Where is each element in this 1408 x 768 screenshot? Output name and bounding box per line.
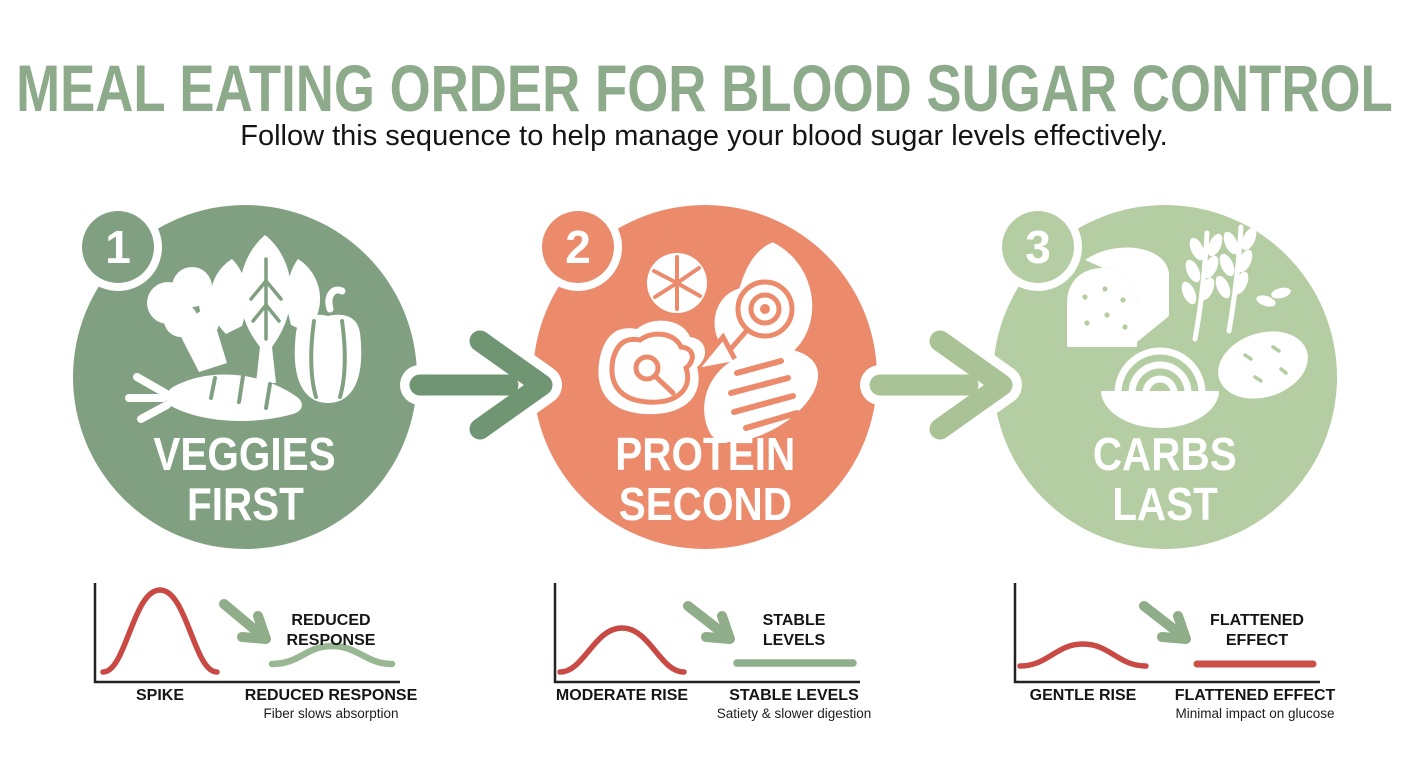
- bread-loaf-icon: [1067, 247, 1169, 347]
- chart-protein-response: [553, 583, 860, 684]
- down-arrow-icon: [219, 599, 271, 644]
- step-circle-carbs: 3: [993, 203, 1337, 549]
- step2-number: 2: [565, 221, 591, 273]
- wheat-icon: [1181, 224, 1291, 342]
- down-arrow-icon: [683, 601, 735, 644]
- step3-number: 3: [1025, 221, 1051, 273]
- potato-icon: [1218, 331, 1308, 399]
- noodle-bowl-icon: [1101, 347, 1219, 428]
- badge-circle: [1002, 211, 1074, 283]
- step-circle-protein: 2: [533, 203, 877, 549]
- chart1-before-label: SPIKE: [135, 687, 185, 704]
- arrow-step2-to-step3: [860, 321, 1022, 449]
- salmon-steak-icon: [688, 235, 819, 375]
- step2-label-line1: PROTEIN: [615, 428, 795, 480]
- chart3-note: Minimal impact on glucose: [1175, 706, 1335, 721]
- chart2-before-label: MODERATE RISE: [555, 687, 689, 704]
- chart-veggies-response: [93, 583, 400, 684]
- carb-foods-icon: [1067, 224, 1308, 428]
- step1-label-line2: FIRST: [186, 478, 304, 530]
- chart1-after-label: REDUCED RESPONSE: [244, 687, 418, 704]
- step3-label-line2: LAST: [1112, 478, 1218, 530]
- chart-carbs-response: [1013, 583, 1320, 684]
- badge-circle: [82, 211, 154, 283]
- reduced-response-curve: [268, 642, 396, 668]
- chart2-after-label: STABLE LEVELS: [729, 687, 859, 704]
- page-subtitle: Follow this sequence to help manage your…: [240, 120, 1168, 152]
- header: MEAL EATING ORDER FOR BLOOD SUGAR CONTRO…: [0, 50, 1408, 126]
- gentle-rise-curve: [1017, 641, 1149, 669]
- arrow-step1-to-step2: [400, 321, 562, 449]
- vegetables-icon: [125, 235, 362, 423]
- chart3-before-label: GENTLE RISE: [1029, 687, 1137, 704]
- chicken-breast-icon: [704, 348, 819, 442]
- chart1-note: Fiber slows absorption: [263, 706, 399, 721]
- moderate-rise-curve: [557, 625, 687, 675]
- page-title: MEAL EATING ORDER FOR BLOOD SUGAR CONTRO…: [15, 51, 1393, 125]
- protein-foods-icon: [598, 235, 819, 442]
- spike-curve: [100, 587, 220, 675]
- step2-label-line2: SECOND: [618, 478, 792, 530]
- leafy-green-icon: [210, 235, 321, 383]
- step1-number: 1: [105, 221, 131, 273]
- badge-circle: [542, 211, 614, 283]
- steak-icon: [598, 320, 706, 415]
- axes: [1013, 583, 1320, 684]
- bell-pepper-icon: [294, 286, 362, 403]
- subtitle-wrap: Follow this sequence to help manage your…: [0, 120, 1408, 153]
- axes: [93, 583, 400, 684]
- step-circle-veggies: 1: [73, 203, 417, 549]
- step1-label-line1: VEGGIES: [153, 428, 337, 480]
- down-arrow-icon: [1139, 601, 1191, 644]
- chart2-note: Satiety & slower digestion: [716, 706, 872, 721]
- lemon-slice-icon: [647, 253, 707, 313]
- carrot-icon: [125, 373, 302, 423]
- axes: [553, 583, 860, 684]
- step3-label-line1: CARBS: [1093, 428, 1237, 480]
- chart3-after-label: FLATTENED EFFECT: [1174, 687, 1336, 704]
